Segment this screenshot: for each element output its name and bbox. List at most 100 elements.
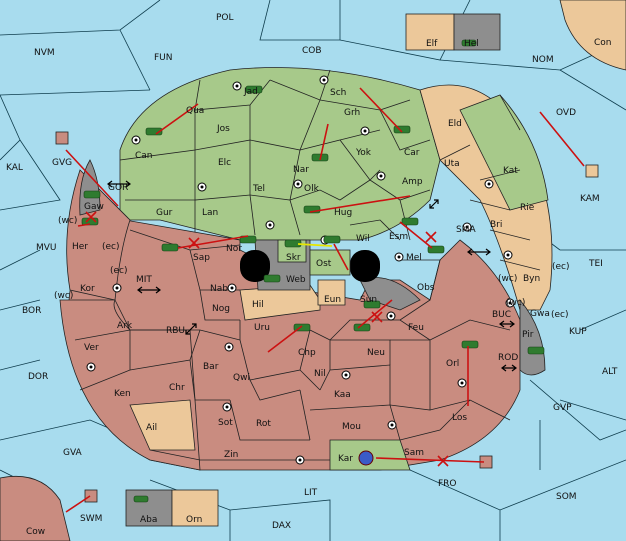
armies	[81, 39, 545, 503]
army-orl	[461, 340, 479, 349]
label-dor: DOR	[28, 372, 48, 382]
label-her: Her	[72, 242, 88, 252]
label-mel: Mel	[406, 253, 422, 263]
label-pir: Pir	[522, 330, 534, 340]
label-ec4: (ec)	[551, 310, 569, 320]
black-piece-left	[240, 250, 270, 282]
label-hel: Hel	[464, 39, 479, 49]
label-chr: Chr	[169, 383, 185, 393]
label-obs: Obs	[417, 283, 435, 293]
label-som: SOM	[556, 492, 577, 502]
label-alt: ALT	[602, 367, 618, 377]
label-gva: GVA	[63, 448, 83, 458]
label-sch: Sch	[330, 88, 346, 98]
label-kal: KAL	[6, 163, 23, 173]
region-con[interactable]	[559, 0, 626, 71]
label-sma: SMA	[456, 225, 476, 235]
label-elf: Elf	[426, 39, 438, 49]
label-sun: Sun	[360, 295, 377, 305]
label-byn: Byn	[523, 274, 540, 284]
label-fun: FUN	[154, 53, 173, 63]
region-ail[interactable]	[129, 399, 196, 451]
label-kat: Kat	[503, 166, 518, 176]
label-nvm: NVM	[34, 48, 55, 58]
label-mvu: MVU	[36, 243, 57, 253]
label-cow: Cow	[26, 527, 45, 537]
fleet-kar	[358, 450, 374, 466]
label-kaa: Kaa	[334, 390, 351, 400]
label-uta: Uta	[444, 159, 460, 169]
label-nog: Nog	[212, 304, 230, 314]
label-wc4: (wc)	[506, 298, 525, 308]
region-eun[interactable]	[317, 279, 346, 306]
army-sun	[363, 300, 381, 309]
sea-arrows	[107, 180, 517, 372]
black-piece-right	[350, 250, 380, 282]
label-pol: POL	[216, 13, 234, 23]
region-pir[interactable]	[519, 298, 546, 376]
supply-centers	[86, 75, 515, 465]
label-gvg: GVG	[52, 158, 72, 168]
label-qwi: Qwi	[233, 373, 250, 383]
label-olk: Olk	[304, 184, 320, 194]
label-ec2: (ec)	[110, 266, 128, 276]
region-kat[interactable]	[459, 94, 549, 211]
label-jos: Jos	[216, 124, 230, 134]
label-ost: Ost	[316, 259, 332, 269]
label-ec3: (ec)	[552, 262, 570, 272]
label-yok: Yok	[355, 148, 372, 158]
label-gor: GOR	[108, 183, 128, 193]
label-sot: Sot	[218, 418, 233, 428]
label-rbu: RBU	[166, 326, 185, 336]
labels: POL NVM FUN COB NOM OVD KAL MVU BOR DOR …	[6, 13, 618, 537]
label-lan: Lan	[202, 208, 218, 218]
label-tel: Tel	[252, 184, 265, 194]
region-gaw[interactable]	[79, 159, 101, 216]
label-gwa: Gwa	[530, 309, 550, 319]
label-ken: Ken	[114, 389, 131, 399]
label-ail: Ail	[146, 423, 157, 433]
label-feu: Feu	[408, 323, 424, 333]
label-los: Los	[452, 413, 467, 423]
label-con: Con	[594, 38, 612, 48]
army-sap	[161, 243, 179, 252]
label-kam: KAM	[580, 194, 600, 204]
label-mou: Mou	[342, 422, 361, 432]
label-orl: Orl	[446, 359, 459, 369]
label-gur: Gur	[156, 208, 173, 218]
label-mit: MIT	[136, 275, 152, 285]
label-swm: SWM	[80, 514, 102, 524]
label-gvp: GVP	[553, 403, 572, 413]
label-nil: Nil	[314, 369, 326, 379]
label-zin: Zin	[224, 450, 238, 460]
region-orn[interactable]	[171, 489, 219, 527]
orders	[65, 87, 585, 513]
label-wil: Wil	[356, 234, 370, 244]
army-jad	[245, 85, 263, 94]
label-bri: Bri	[490, 220, 502, 230]
label-neu: Neu	[367, 348, 385, 358]
region-cow[interactable]	[0, 475, 71, 541]
army-web	[263, 274, 281, 283]
label-can: Can	[135, 151, 153, 161]
label-eld: Eld	[448, 119, 462, 129]
label-kup: KUP	[569, 327, 587, 337]
label-sam: Sam	[404, 448, 424, 458]
label-ovd: OVD	[556, 108, 576, 118]
label-dax: DAX	[272, 521, 291, 531]
red-borders	[74, 229, 511, 461]
army-gaw	[83, 190, 101, 199]
label-kar: Kar	[338, 454, 353, 464]
label-wc2: (wc)	[54, 291, 73, 301]
label-rot: Rot	[256, 419, 271, 429]
label-buc: BUC	[492, 310, 511, 320]
green-block	[119, 67, 441, 241]
label-grh: Grh	[344, 108, 360, 118]
army-esm	[401, 217, 419, 226]
army-hel	[461, 39, 477, 47]
label-ec1: (ec)	[102, 242, 120, 252]
label-rie: Rie	[520, 203, 535, 213]
region-hel[interactable]	[453, 13, 501, 51]
